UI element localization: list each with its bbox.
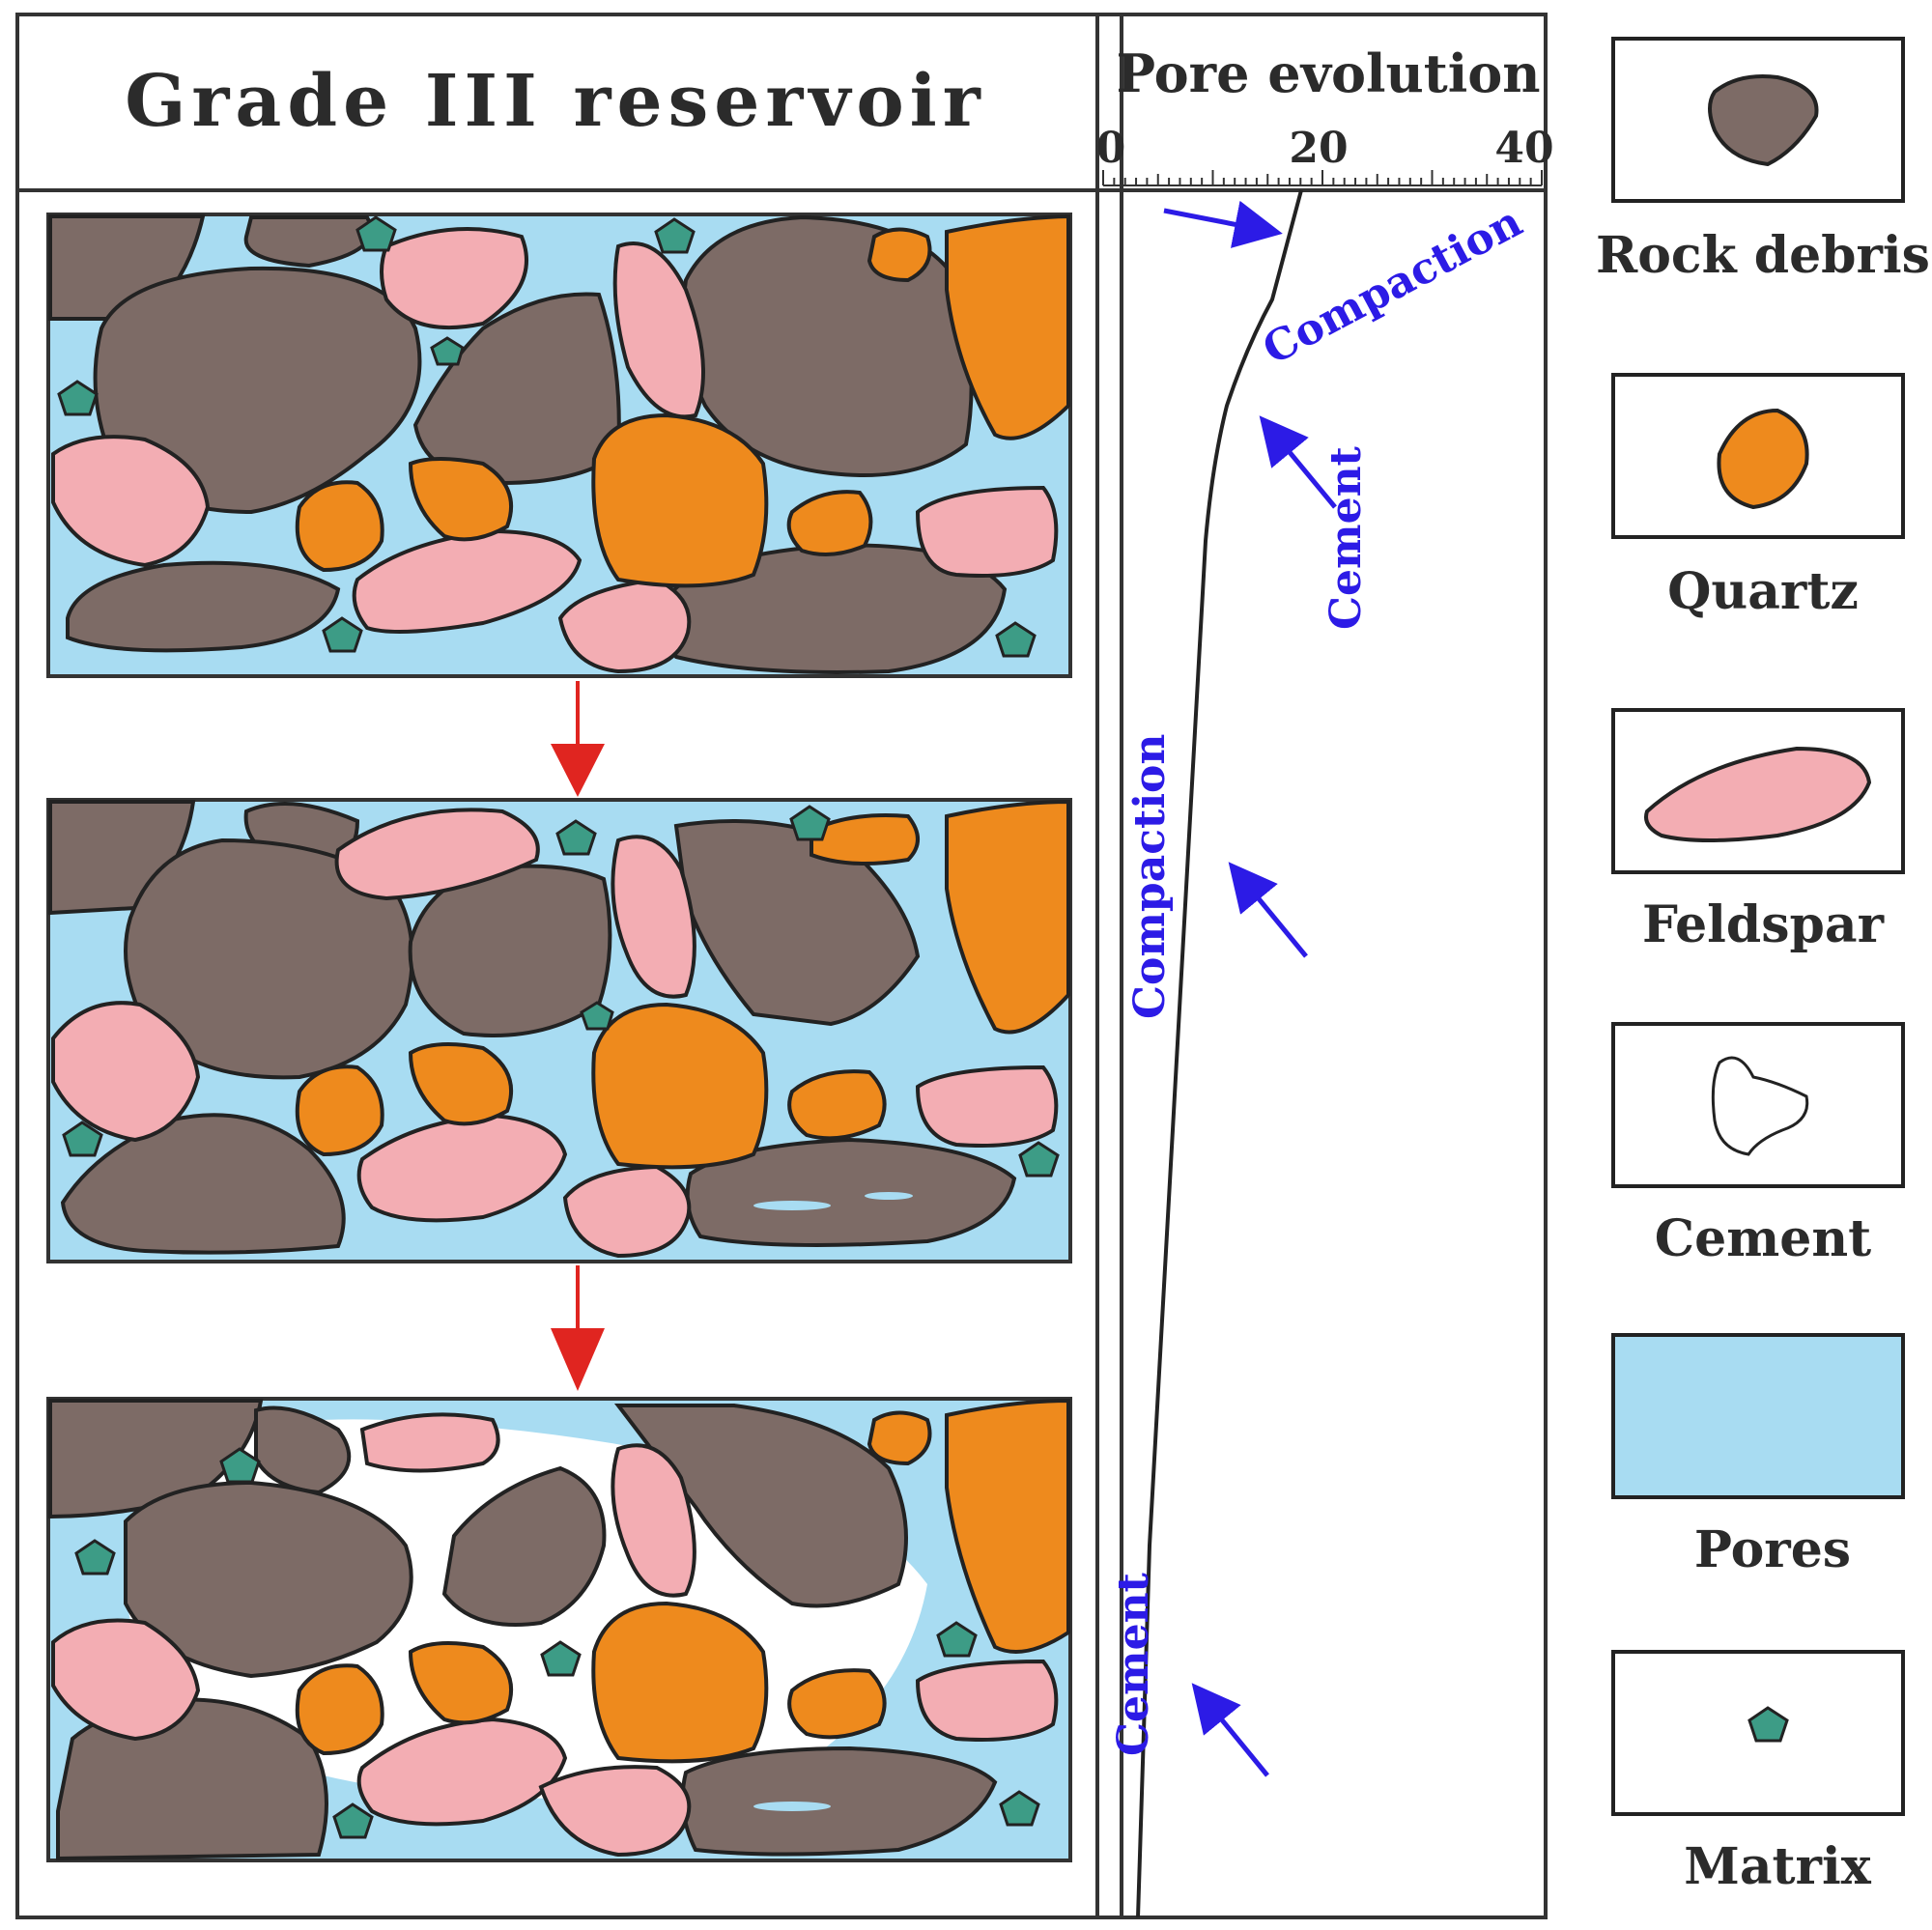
stage-1-thin-section <box>46 213 1072 678</box>
quartz <box>945 213 1070 440</box>
feldspar <box>562 1164 692 1259</box>
axis-ruler <box>1102 170 1543 186</box>
rock-debris <box>673 819 921 1027</box>
quartz <box>867 1410 932 1466</box>
pore-frame <box>1095 13 1548 1919</box>
rock-debris <box>685 1137 1017 1247</box>
compaction-arrow-2 <box>1228 862 1308 958</box>
matrix <box>936 1621 978 1658</box>
page-title: Grade III reservoir <box>125 60 986 143</box>
axis-tick-40: 40 <box>1494 124 1553 173</box>
quartz <box>591 412 769 588</box>
matrix <box>789 805 831 841</box>
quartz <box>810 813 920 866</box>
dissolution-pore <box>753 1201 831 1210</box>
matrix <box>355 215 397 252</box>
quartz <box>408 457 514 542</box>
annotation-compaction-mid: Compaction <box>1125 734 1175 1019</box>
feldspar <box>334 808 540 901</box>
feldspar <box>612 241 705 419</box>
legend-label-matrix: Matrix <box>1684 1837 1871 1896</box>
legend-label-pores: Pores <box>1694 1520 1851 1579</box>
rock-debris <box>613 1404 908 1608</box>
matrix <box>555 819 597 856</box>
annotation-compaction-top: Compaction <box>1255 197 1530 375</box>
feldspar <box>611 1443 696 1598</box>
matrix-icon <box>1747 1706 1789 1743</box>
annotation-cement-top: Cement <box>1321 445 1371 630</box>
feldspar <box>915 1064 1059 1148</box>
feldspar <box>51 1001 201 1143</box>
left-frame <box>15 13 1123 1919</box>
annotation-cement-low: Cement <box>1109 1572 1158 1756</box>
quartz <box>408 1042 514 1126</box>
matrix <box>999 1790 1040 1827</box>
stage-2-thin-section <box>46 798 1072 1263</box>
pores-icon <box>1611 1333 1905 1499</box>
quartz <box>408 1641 514 1725</box>
axis-tick-0: 0 <box>1096 124 1126 173</box>
feldspar <box>915 485 1059 578</box>
feldspar <box>915 1659 1059 1742</box>
matrix <box>57 380 99 416</box>
rock-debris <box>441 1465 607 1627</box>
feldspar <box>611 835 696 999</box>
legend-label-cement: Cement <box>1655 1209 1871 1268</box>
quartz <box>945 799 1070 1035</box>
matrix <box>580 1001 614 1031</box>
stage-arrow-2-head <box>551 1328 605 1391</box>
quartz <box>295 480 384 573</box>
feldspar <box>359 1412 500 1473</box>
feldspar-icon <box>1644 746 1872 842</box>
rock-debris <box>66 560 341 653</box>
pore-evolution-curve <box>1136 189 1303 1918</box>
matrix <box>540 1640 582 1677</box>
quartz-icon <box>1717 408 1809 510</box>
quartz <box>787 1668 887 1740</box>
quartz <box>945 1398 1070 1654</box>
quartz <box>787 1069 887 1141</box>
matrix <box>430 336 465 366</box>
matrix <box>332 1802 374 1839</box>
rock-debris-icon <box>1708 74 1819 167</box>
legend-label-feldspar: Feldspar <box>1642 895 1885 954</box>
matrix <box>995 621 1037 658</box>
compaction-arrow-1 <box>1163 200 1283 248</box>
feldspar <box>51 435 211 568</box>
matrix <box>654 217 696 254</box>
dissolution-pore <box>753 1802 831 1811</box>
feldspar <box>380 227 528 330</box>
quartz <box>295 1663 384 1756</box>
pore-evolution-title: Pore evolution <box>1116 43 1540 104</box>
quartz <box>867 227 932 283</box>
rock-debris <box>680 1746 998 1857</box>
matrix <box>322 616 363 653</box>
matrix <box>1018 1141 1060 1178</box>
dissolution-pore <box>865 1192 913 1200</box>
matrix <box>219 1447 261 1484</box>
feldspar <box>51 1618 201 1742</box>
matrix <box>62 1121 103 1157</box>
legend-label-quartz: Quartz <box>1667 562 1859 621</box>
feldspar <box>557 577 692 674</box>
quartz <box>295 1064 384 1157</box>
legend-label-rock-debris: Rock debris <box>1596 226 1930 285</box>
cement-arrow-2 <box>1191 1683 1269 1777</box>
stage-3-thin-section <box>46 1397 1072 1862</box>
quartz <box>591 1002 769 1170</box>
stage-arrow-1-head <box>551 744 605 797</box>
feldspar <box>538 1765 692 1858</box>
rock-debris <box>681 214 974 477</box>
quartz <box>591 1601 769 1764</box>
cement-icon <box>1711 1056 1809 1156</box>
legend: Rock debris Quartz Feldspar Cement Pores… <box>1596 37 1930 1896</box>
axis-tick-20: 20 <box>1289 124 1348 173</box>
matrix <box>74 1539 116 1575</box>
quartz <box>786 490 873 556</box>
cement-arrow-1 <box>1259 415 1337 509</box>
rock-debris <box>254 1405 352 1495</box>
